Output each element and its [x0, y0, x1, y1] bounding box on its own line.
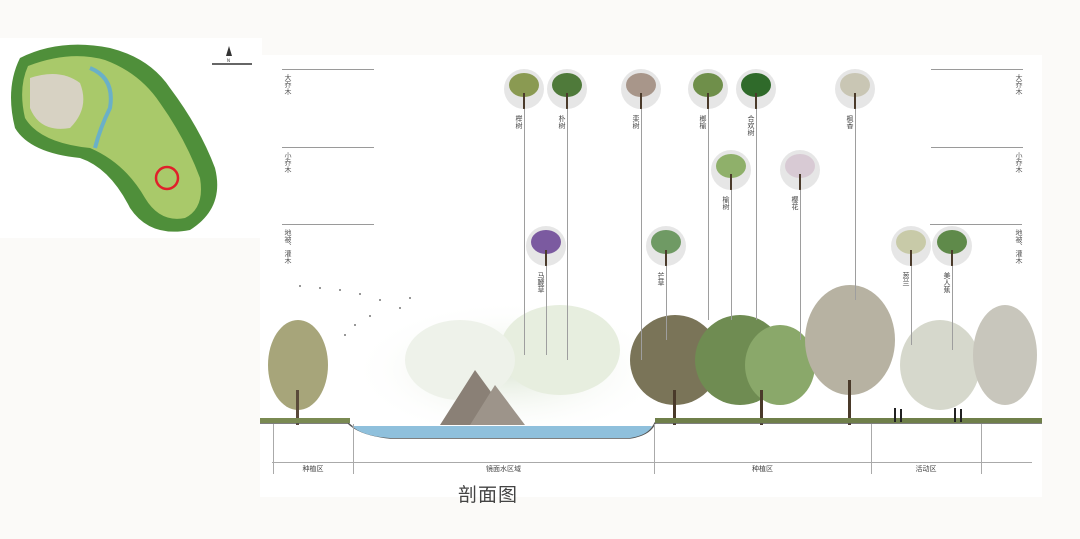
plant-leader-line	[800, 190, 801, 340]
plant-label: 榆树	[722, 196, 730, 210]
zone-divider	[273, 424, 274, 474]
tier-line	[931, 69, 1023, 70]
plant-label: 榉树	[515, 115, 523, 129]
zone-label: 种植区	[752, 465, 773, 473]
plant-label: 葱兰	[902, 272, 910, 286]
section-illustration	[260, 285, 1042, 440]
plant-image-circle	[688, 69, 728, 109]
zone-label: 种植区	[302, 465, 324, 473]
plant-image-circle	[547, 69, 587, 109]
plant-leader-line	[546, 266, 547, 355]
plant-image-circle	[891, 226, 931, 266]
plant-leader-line	[708, 109, 709, 320]
tier-label-small-tree: 小乔木	[1015, 152, 1023, 173]
plant-label: 美人蕉	[943, 272, 951, 293]
tier-label-small-tree: 小乔木	[284, 152, 292, 173]
tier-line	[282, 224, 374, 225]
plant-image-circle	[780, 150, 820, 190]
plant-label: 栾树	[632, 115, 640, 129]
plant-leader-line	[952, 266, 953, 350]
highlight-circle	[154, 165, 180, 191]
water-pool	[352, 426, 652, 438]
plant-label: 合欢树	[747, 115, 755, 136]
plant-image-circle	[932, 226, 972, 266]
plant-image-circle	[504, 69, 544, 109]
plant-image-circle	[646, 226, 686, 266]
plant-label: 芒草	[657, 272, 665, 286]
north-arrow-icon	[212, 46, 252, 65]
zone-label: 镜面水区域	[486, 465, 521, 473]
plant-image-circle	[835, 69, 875, 109]
plant-leader-line	[756, 109, 757, 320]
people	[894, 408, 962, 422]
site-plan-thumbnail: N	[0, 38, 262, 238]
north-label: N	[227, 58, 230, 63]
plant-label: 马鞭草	[537, 272, 545, 293]
tier-label-groundcover: 地被、灌木	[1015, 229, 1023, 264]
plant-leader-line	[567, 109, 568, 360]
tier-label-large-tree: 大乔木	[1015, 74, 1023, 95]
tier-line	[282, 147, 374, 148]
plant-label: 榔榆	[699, 115, 707, 129]
zone-divider	[654, 424, 655, 474]
plant-image-circle	[621, 69, 661, 109]
plant-image-circle	[711, 150, 751, 190]
background-trees	[350, 300, 670, 440]
plant-leader-line	[666, 266, 667, 340]
foreground-trees	[268, 285, 1037, 425]
zone-label: 活动区	[915, 465, 937, 473]
site-plan-map: N	[11, 44, 252, 232]
zone-divider	[353, 424, 354, 474]
zone-line	[272, 462, 1032, 463]
plant-label: 朴树	[558, 115, 566, 129]
section-title: 剖面图	[458, 484, 519, 506]
tier-line	[930, 224, 1022, 225]
zone-divider	[981, 424, 982, 474]
plant-image-circle	[526, 226, 566, 266]
tier-line	[931, 147, 1023, 148]
cabin	[440, 370, 525, 425]
plant-image-circle	[736, 69, 776, 109]
plant-label: 樱花	[791, 196, 799, 210]
plant-leader-line	[855, 109, 856, 300]
tier-label-large-tree: 大乔木	[284, 74, 292, 95]
plant-leader-line	[641, 109, 642, 360]
plant-leader-line	[524, 109, 525, 355]
plant-label: 枫香	[846, 115, 854, 129]
plant-leader-line	[731, 190, 732, 320]
tier-line	[282, 69, 374, 70]
birds	[299, 285, 411, 336]
zone-divider	[871, 424, 872, 474]
tier-label-groundcover: 地被、灌木	[284, 229, 292, 264]
plant-leader-line	[911, 266, 912, 345]
